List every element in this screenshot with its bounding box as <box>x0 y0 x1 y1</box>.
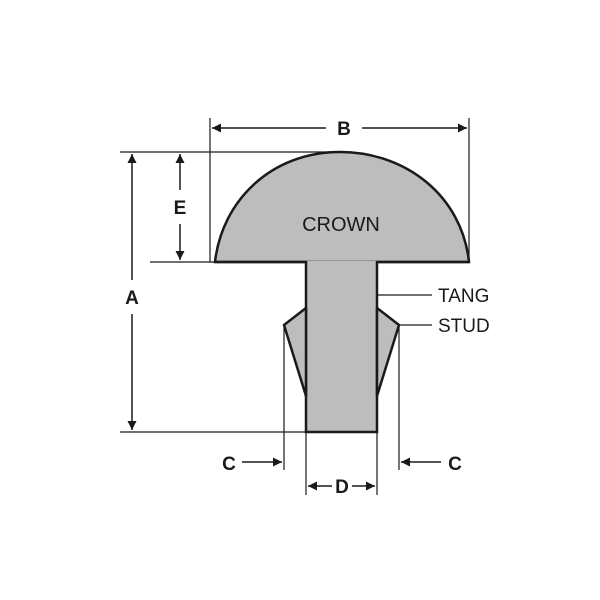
tang-label: TANG <box>438 286 489 307</box>
extension-lines <box>120 118 470 495</box>
stud-label: STUD <box>438 316 490 337</box>
dimension-c-right-label: C <box>448 454 462 475</box>
dimension-a-label: A <box>125 288 139 309</box>
tang-shape <box>303 261 377 432</box>
stud-left <box>282 306 308 398</box>
dimension-c-left-label: C <box>222 454 236 475</box>
dimension-e-label: E <box>174 198 187 219</box>
crown-label: CROWN <box>302 214 380 236</box>
crown-shape <box>213 150 471 264</box>
dimension-b-label: B <box>337 119 351 140</box>
dimension-d-label: D <box>335 477 349 498</box>
tang-outline <box>215 260 469 434</box>
stud-right <box>375 306 401 398</box>
